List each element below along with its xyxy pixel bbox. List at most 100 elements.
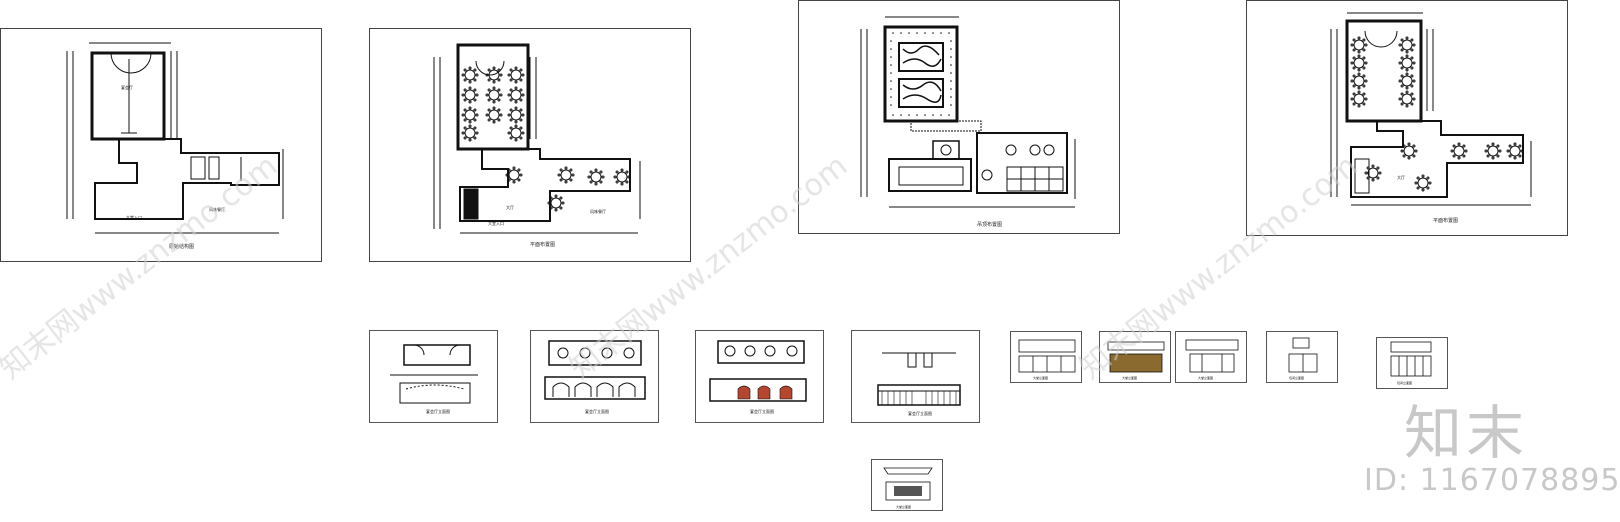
elevation-thumbnail[interactable]: 大堂立面图: [1099, 331, 1171, 383]
elevation-thumbnail[interactable]: 宴会厅立面图: [369, 330, 498, 423]
drawing-sheet-floor-layout[interactable]: 大厅 大堂入口 风味餐厅 平面布置图: [369, 28, 691, 262]
chair-symbol: [1405, 104, 1409, 108]
drawing-sheet-original-structure[interactable]: 宴会厅 大堂入口 风味餐厅 原始结构图: [0, 28, 322, 262]
elevation-drawing: 宴会厅立面图: [544, 340, 646, 414]
chair-symbol: [1486, 154, 1490, 158]
chair-symbol: [1452, 144, 1456, 148]
chair-symbol: [1400, 56, 1404, 60]
elevation-drawing: 包间立面图: [1288, 337, 1318, 380]
light-dot: [890, 104, 892, 106]
chair-symbol: [514, 106, 518, 110]
light-dot: [950, 40, 952, 42]
chair-symbol: [589, 180, 593, 184]
chair-symbol: [1400, 74, 1404, 78]
chair-symbol: [485, 113, 489, 117]
chair-symbol: [507, 178, 511, 182]
sheet-caption: 原始结构图: [169, 244, 195, 250]
chair-symbol: [505, 173, 509, 177]
light-dot: [890, 48, 892, 50]
chair-symbol: [514, 86, 518, 90]
elevation-thumbnail[interactable]: 包间立面图: [1266, 331, 1338, 383]
chair-symbol: [1412, 61, 1416, 65]
chair-symbol: [463, 68, 467, 72]
light-dot: [900, 32, 902, 34]
elevation-thumbnail[interactable]: 大堂立面图: [871, 459, 943, 511]
chair-symbol: [1357, 54, 1361, 58]
elevation-thumbnail[interactable]: 大堂立面图: [1010, 331, 1082, 383]
round-table-symbol: [1453, 145, 1465, 157]
round-table-symbol: [1353, 39, 1365, 51]
round-table-symbol: [1401, 39, 1413, 51]
chair-symbol: [549, 206, 553, 210]
elevation-thumbnail[interactable]: 宴会厅立面图: [530, 330, 659, 423]
chair-symbol: [468, 86, 472, 90]
light-dot: [924, 32, 926, 34]
elevation-caption: 宴会厅立面图: [750, 408, 774, 414]
chair-symbol: [499, 113, 503, 117]
chair-symbol: [1352, 74, 1356, 78]
chair-symbol: [1402, 154, 1406, 158]
chair-symbol: [1407, 156, 1411, 160]
light-dot: [932, 114, 934, 116]
round-table-symbol: [464, 89, 476, 101]
light-dot: [892, 114, 894, 116]
chair-symbol: [1357, 72, 1361, 76]
chair-symbol: [497, 88, 501, 92]
elevation-thumbnail[interactable]: 宴会厅立面图: [695, 330, 824, 423]
chair-symbol: [1486, 144, 1490, 148]
chair-symbol: [1398, 79, 1402, 83]
chair-symbol: [461, 73, 465, 77]
chair-symbol: [519, 108, 523, 112]
chair-symbol: [468, 124, 472, 128]
chair-symbol: [492, 66, 496, 70]
chair-symbol: [615, 170, 619, 174]
chair-symbol: [1352, 102, 1356, 106]
elevation-drawing: 大堂立面图: [1018, 339, 1076, 380]
label-lobby-entrance: 大堂入口: [488, 220, 504, 226]
chair-symbol: [1362, 66, 1366, 70]
elevation-thumbnail[interactable]: 包间立面图: [1376, 337, 1448, 389]
chair-symbol: [463, 108, 467, 112]
round-table-symbol: [1487, 145, 1499, 157]
elevation-thumbnail[interactable]: 宴会厅立面图: [851, 330, 980, 423]
chair-symbol: [463, 126, 467, 130]
elevation-caption: 包间立面图: [1397, 380, 1412, 385]
chair-symbol: [564, 180, 568, 184]
chair-symbol: [1405, 90, 1409, 94]
round-table-symbol: [464, 127, 476, 139]
chair-symbol: [1398, 43, 1402, 47]
chair-symbol: [1506, 149, 1510, 153]
chair-symbol: [507, 168, 511, 172]
light-dot: [908, 32, 910, 34]
chair-symbol: [554, 194, 558, 198]
elevation-thumbnail[interactable]: 大堂立面图: [1175, 331, 1247, 383]
elevation-caption: 大堂立面图: [896, 504, 911, 509]
round-table-symbol: [1509, 145, 1521, 157]
chair-symbol: [1520, 149, 1524, 153]
drawing-sheet-floor-layout-2[interactable]: 大厅 平面布置图: [1246, 0, 1568, 236]
chair-symbol: [507, 73, 511, 77]
chair-symbol: [487, 88, 491, 92]
chair-symbol: [519, 118, 523, 122]
chair-symbol: [1452, 154, 1456, 158]
chair-symbol: [1410, 102, 1414, 106]
chair-symbol: [613, 175, 617, 179]
light-dot: [890, 96, 892, 98]
round-table-symbol: [510, 127, 522, 139]
chair-symbol: [519, 98, 523, 102]
chair-symbol: [1362, 56, 1366, 60]
chair-symbol: [1398, 97, 1402, 101]
chair-symbol: [468, 80, 472, 84]
label-flavor-restaurant: 风味餐厅: [590, 208, 606, 214]
chair-symbol: [1357, 86, 1361, 90]
chair-symbol: [594, 182, 598, 186]
chair-symbol: [1412, 144, 1416, 148]
chair-symbol: [1350, 79, 1354, 83]
chair-symbol: [514, 124, 518, 128]
floor-plan-drawing: 大厅: [1330, 12, 1532, 206]
chair-symbol: [1352, 48, 1356, 52]
round-table-symbol: [488, 89, 500, 101]
chair-symbol: [475, 113, 479, 117]
light-dot: [950, 96, 952, 98]
drawing-sheet-ceiling-layout[interactable]: 吊顶布置图: [798, 0, 1120, 234]
